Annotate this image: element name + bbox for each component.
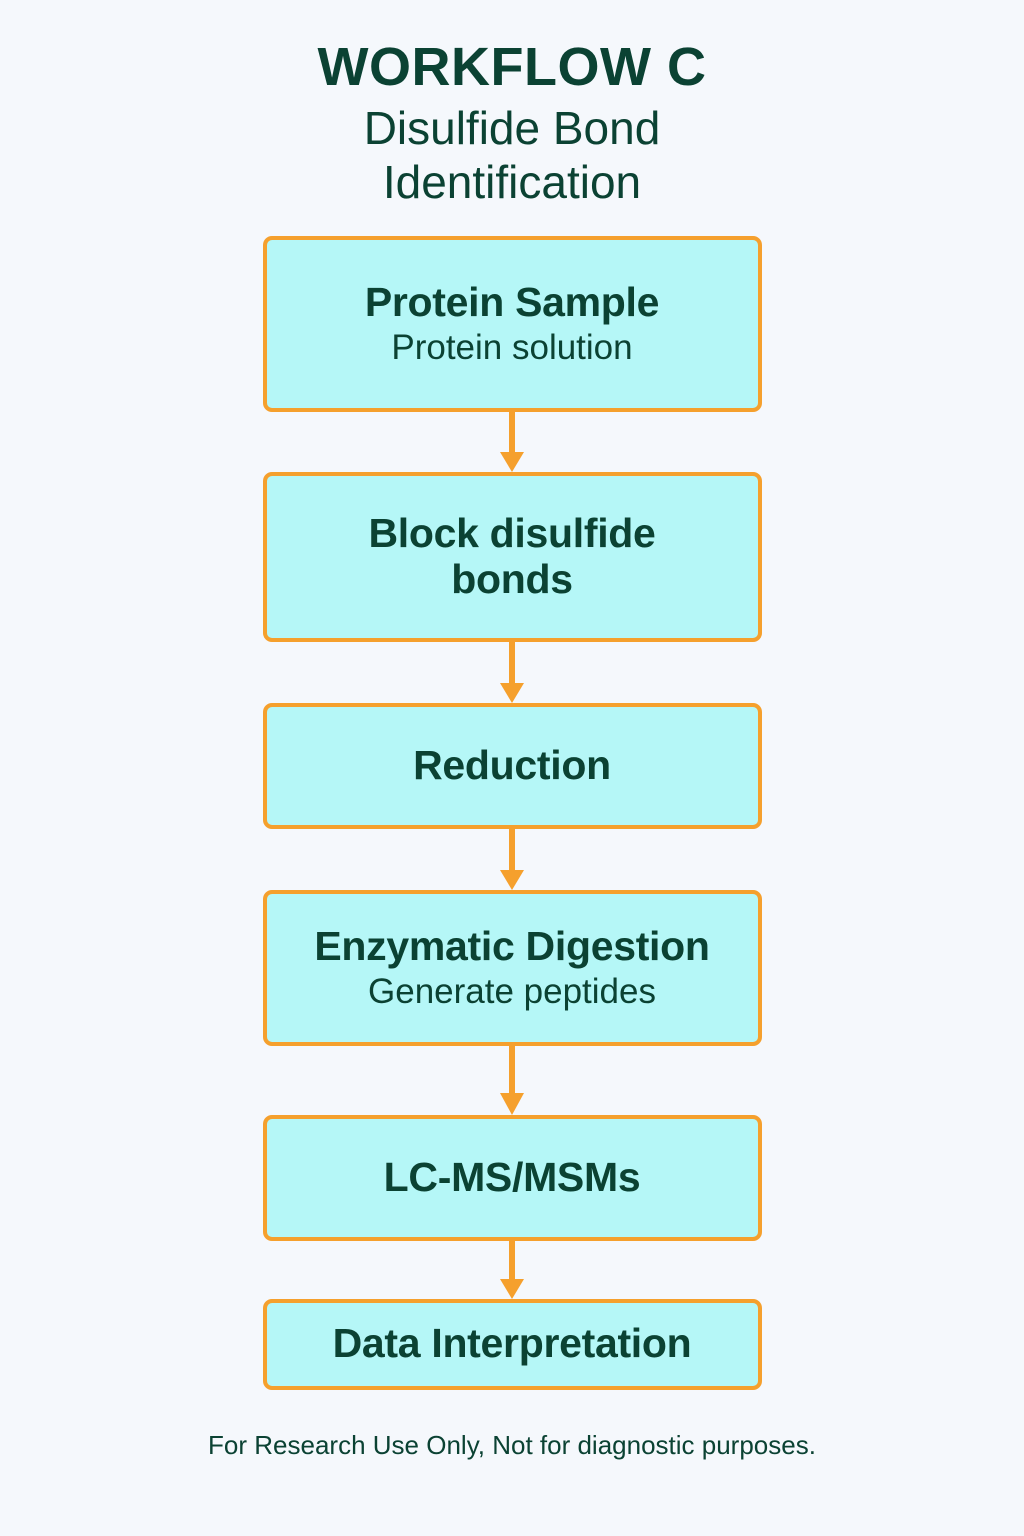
flow-step-block-disulfide-bonds[interactable]: Block disulfide bonds xyxy=(262,471,762,642)
flow-step-protein-sample[interactable]: Protein Sample Protein solution xyxy=(262,235,762,412)
flow-step-title: Enzymatic Digestion xyxy=(314,922,710,969)
flow-step-subtitle: Generate peptides xyxy=(368,971,656,1011)
flow-step-data-interpretation[interactable]: Data Interpretation xyxy=(262,1298,762,1390)
arrow-down-icon xyxy=(499,411,525,472)
arrow-down-icon xyxy=(499,641,525,703)
page-title: WORKFLOW C xyxy=(317,37,707,97)
page-subtitle-line-2: Identification xyxy=(382,156,642,209)
flow-step-title: Data Interpretation xyxy=(332,1320,692,1367)
page-subtitle: Disulfide Bond Identification xyxy=(292,102,732,210)
arrow-down-icon xyxy=(499,1240,525,1299)
flow-step-subtitle: Protein solution xyxy=(391,327,633,367)
flow-step-lc-ms-msms[interactable]: LC-MS/MSMs xyxy=(262,1114,762,1241)
arrow-down-icon xyxy=(499,1045,525,1115)
flow-step-title: Block disulfide bonds xyxy=(368,510,656,602)
page-subtitle-line-1: Disulfide Bond xyxy=(363,102,661,155)
arrow-down-icon xyxy=(499,828,525,890)
diagram-header: WORKFLOW C Disulfide Bond Identification xyxy=(0,38,1024,210)
flow-step-title: Protein Sample xyxy=(364,278,660,325)
flow-step-enzymatic-digestion[interactable]: Enzymatic Digestion Generate peptides xyxy=(262,889,762,1046)
flow-step-reduction[interactable]: Reduction xyxy=(262,702,762,829)
disclaimer-text: For Research Use Only, Not for diagnosti… xyxy=(208,1429,816,1460)
workflow-flow: Protein Sample Protein solution Block di… xyxy=(262,235,762,1390)
flow-step-title: LC-MS/MSMs xyxy=(383,1153,641,1200)
flow-step-title: Reduction xyxy=(413,741,611,788)
